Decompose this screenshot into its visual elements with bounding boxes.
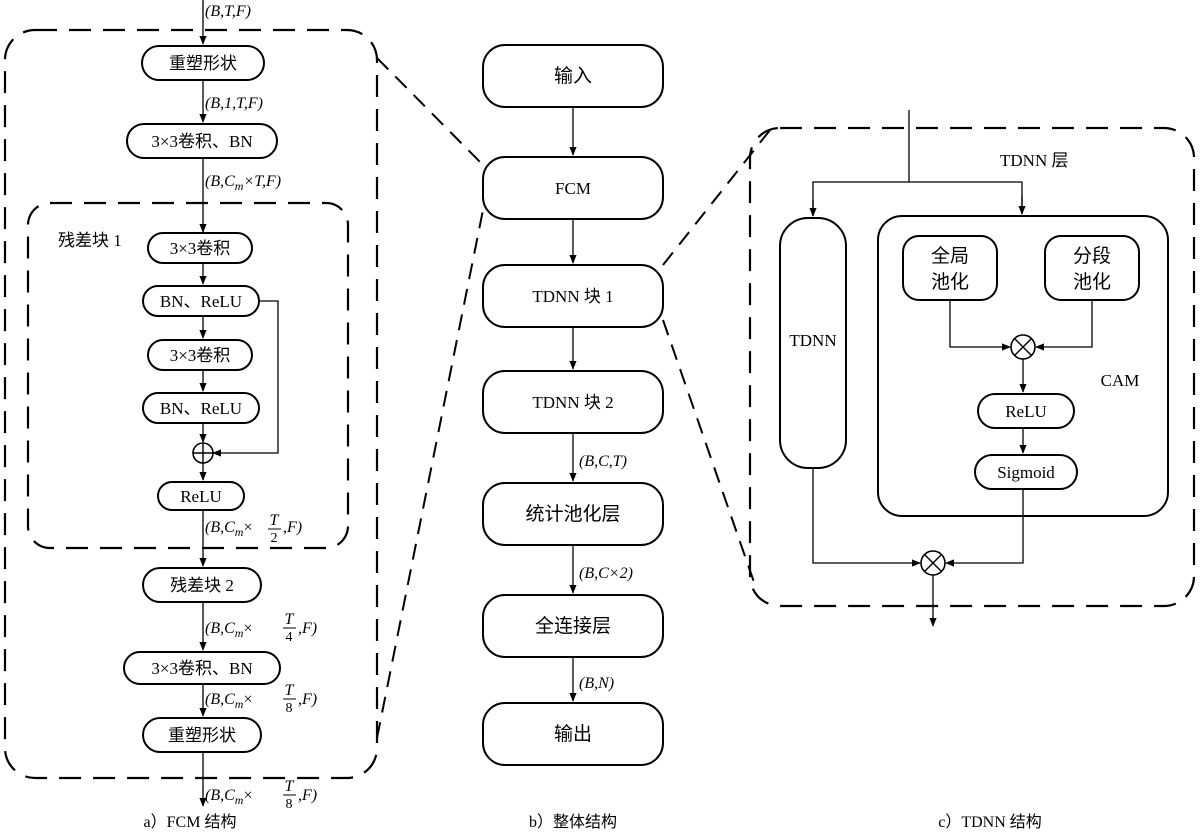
fcm-dims-3: (B,Cm× [205,519,252,539]
fcm-reshape-label-2: 重塑形状 [168,726,236,745]
fcm-label: FCM [555,179,591,198]
fcm-dims-4-den: 4 [286,630,293,645]
fc-label: 全连接层 [535,615,611,637]
fcm-input-dims: (B,T,F) [205,3,251,20]
overall-caption: b）整体结构 [529,813,617,831]
fcm-dims-5-post: ,F) [298,691,317,708]
fcm-dims-6-num: T [285,778,295,795]
seg-pool-label-1: 分段 [1073,245,1111,267]
global-pool-label-1: 全局 [931,245,969,267]
tdnn-split-line [812,181,1023,216]
res-skip-connection [212,300,279,457]
stat-pool-label: 统计池化层 [525,503,620,525]
res-relu-label: ReLU [180,487,222,506]
tdnn-box-label: TDNN [789,331,836,350]
resblock1-title: 残差块 1 [58,231,122,250]
fcm-dims-2: (B,Cm×T,F) [205,173,281,193]
output-box [482,702,664,766]
overall-dims-c: (B,N) [579,675,614,692]
fcm-panel: (B,T,F) 重塑形状 (B,1,T,F) 3×3卷积、BN (B,Cm×T,… [3,0,379,831]
fcm-dims-1: (B,1,T,F) [205,95,263,112]
fcm-dims-3-num: T [270,512,280,529]
fcm-dims-4-num: T [285,611,295,628]
fcm-dashed-frame [3,28,379,780]
zoom-line-tdnn-top [662,129,771,266]
fcm-reshape-box-2 [142,717,262,753]
sigmoid-box [974,454,1078,490]
seg-pool-to-mul [1035,300,1093,351]
fcm-dims-5-num: T [285,682,295,699]
res-bnrelu-box-b [142,392,260,424]
global-pool-label-2: 池化 [931,271,969,293]
multiply-op-icon-1 [1010,334,1036,360]
tdnn-block-1-label: TDNN 块 1 [532,287,613,306]
res-conv-label-b: 3×3卷积 [170,346,231,365]
fcm-dims-4: (B,Cm× [205,620,252,640]
global-pool-to-mul [949,300,1011,351]
input-label: 输入 [554,65,592,87]
seg-pool-label-2: 池化 [1073,271,1111,293]
res-bnrelu-label-b: BN、ReLU [160,399,242,418]
tdnn-panel: TDNN 层 TDNN CAM 全局 池化 分段 池化 ReLU Sigmoid [748,110,1196,831]
tdnn-to-mul [812,468,921,567]
fcm-conv-bn-box-1 [126,123,278,159]
overall-dims-b: (B,C×2) [579,565,633,582]
sigmoid-label: Sigmoid [997,463,1055,482]
cam-relu-box [977,393,1075,429]
res-bnrelu-label-a: BN、ReLU [160,292,242,311]
resblock2-label: 残差块 2 [170,576,234,595]
fcm-dims-3-den: 2 [271,531,278,546]
output-label: 输出 [554,723,592,745]
res-conv-label-a: 3×3卷积 [170,239,231,258]
tdnn-dashed-frame [748,126,1196,608]
fcm-dims-5: (B,Cm× [205,691,252,711]
resblock1-dashed-frame [26,201,350,550]
resblock2-box [142,567,262,603]
fcm-reshape-label-1: 重塑形状 [169,54,237,73]
fcm-dims-6: (B,Cm× [205,787,252,807]
zoom-line-fcm-bottom [376,209,484,739]
tdnn-layer-title: TDNN 层 [1000,151,1068,170]
fcm-dims-6-post: ,F) [298,787,317,804]
fcm-dims-5-den: 8 [286,701,293,716]
fcm-conv-bn-box-2 [123,651,281,685]
cam-relu-label: ReLU [1005,402,1047,421]
res-conv-box-a [147,232,253,264]
fcm-caption: a）FCM 结构 [144,813,237,831]
zoom-line-tdnn-bottom [662,319,756,586]
add-op-icon [192,442,214,464]
fcm-dims-3-post: ,F) [283,519,302,536]
tdnn-caption: c）TDNN 结构 [938,813,1042,831]
fcm-conv-bn-label-1: 3×3卷积、BN [151,132,252,151]
tdnn-block-2-label: TDNN 块 2 [532,393,613,412]
fcm-dims-6-den: 8 [286,797,293,812]
fcm-dims-4-post: ,F) [298,620,317,637]
res-relu-box [157,481,245,511]
fcm-conv-bn-label-2: 3×3卷积、BN [151,659,252,678]
multiply-op-icon-2 [920,550,946,576]
overall-dims-a: (B,C,T) [579,453,627,470]
cam-label: CAM [1101,371,1140,390]
overall-panel: 输入 FCM TDNN 块 1 TDNN 块 2 (B,C,T) 统计池化层 (… [482,44,664,831]
res-conv-box-b [147,339,253,371]
sigmoid-to-mul [945,489,1024,567]
zoom-line-fcm-top [376,57,484,166]
